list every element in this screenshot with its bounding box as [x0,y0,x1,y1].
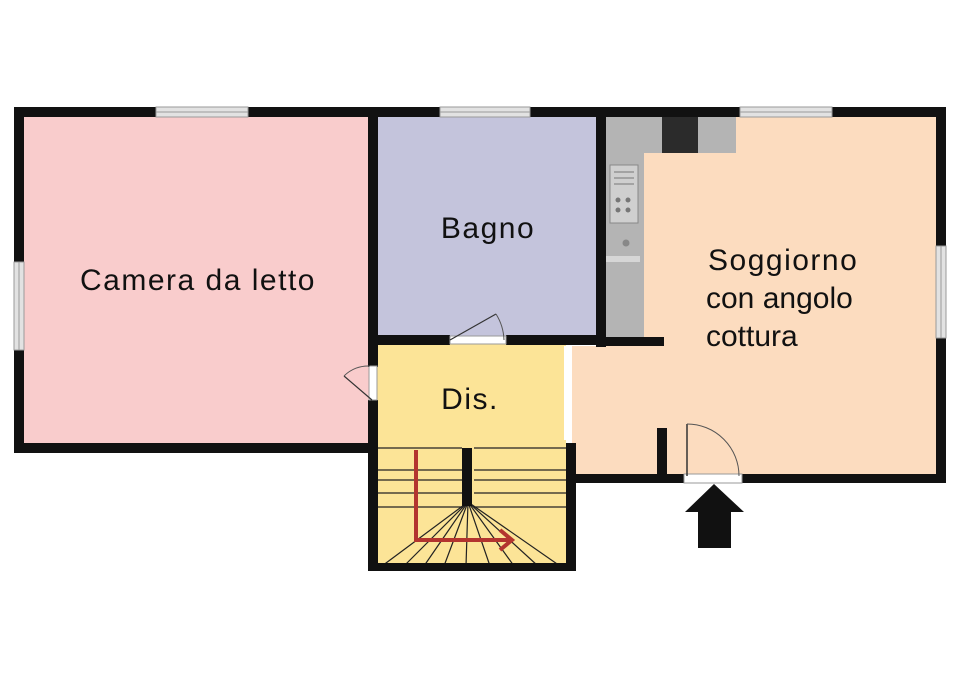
stove-icon [662,115,698,153]
room-living [572,115,938,478]
opening-hall-living [564,346,572,440]
room-bedroom [22,115,372,447]
label-bathroom: Bagno [441,212,535,245]
door-entrance[interactable] [683,423,743,484]
label-living-line2: con angolo [706,282,853,315]
label-bedroom: Camera da letto [80,264,316,297]
staircase [376,447,566,567]
stair-center-wall [462,448,472,506]
red-path-arrow-icon [414,450,516,552]
door-bathroom [449,313,507,345]
tap-icon [622,239,630,247]
label-living-line3: cottura [706,320,798,353]
label-living-line1: Soggiorno [708,244,858,277]
label-hall: Dis. [441,383,499,416]
up-arrow-icon [685,484,744,548]
door-bedroom [343,365,378,401]
sink-icon [609,164,639,224]
windows [13,106,947,351]
room-bathroom [376,115,600,339]
kitchen-counter [604,115,736,337]
